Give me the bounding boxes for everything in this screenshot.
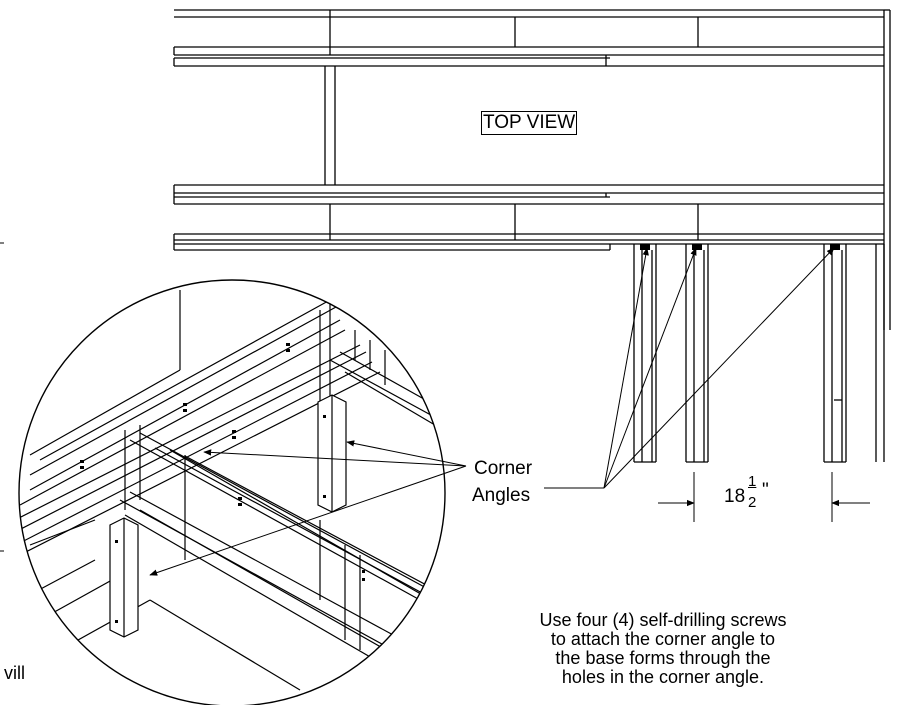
note-line-1: Use four (4) self-drilling screws [539,610,787,630]
dimension-numerator: 1 [748,473,757,490]
detail-isometric-view [19,290,445,691]
dimension-18-half [658,472,870,522]
top-view-leaders [544,247,835,489]
left-edge-marks [0,242,4,552]
corner-angle-marks [640,244,840,250]
cropped-text-fragment: vill [4,663,25,683]
dimension-denominator: 2 [748,494,757,511]
dimension-whole-number: 18 [724,486,746,507]
instruction-note: Use four (4) self-drilling screws to att… [478,611,848,687]
note-line-2: to attach the corner angle to [550,629,776,649]
detail-circle [18,279,446,705]
corner-angles-label-line1: Corner [474,458,533,479]
top-view-label: TOP VIEW [481,111,578,135]
corner-angles-label-line2: Angles [472,485,531,506]
detail-leaders [149,440,467,576]
screw-holes [80,343,365,623]
note-line-3: the base forms through the [555,648,771,668]
base-form-legs [633,244,885,463]
top-view-frame [173,9,891,330]
note-line-4: holes in the corner angle. [561,667,765,687]
dimension-unit: " [762,480,769,501]
